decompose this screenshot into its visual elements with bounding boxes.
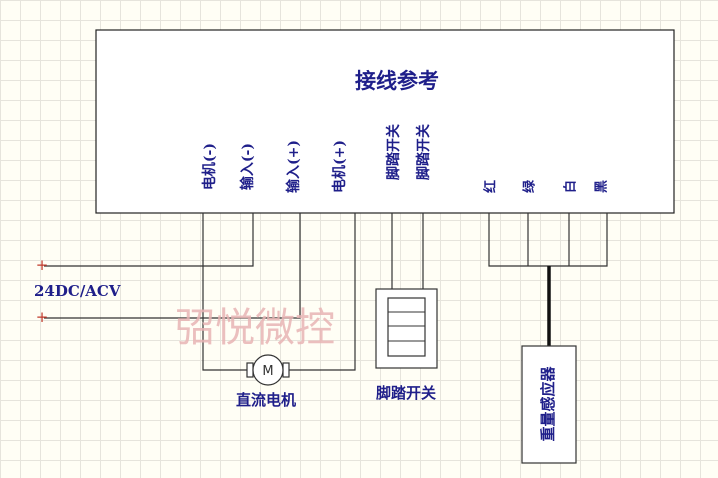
terminal-labels: 电机(-) 输入(-) 输入(+) 电机(+) 脚踏开关 脚踏开关 红 绿 白 … bbox=[201, 124, 610, 193]
foot-switch-label: 脚踏开关 bbox=[376, 384, 436, 402]
terminal-label-foot-switch-1: 脚踏开关 bbox=[385, 124, 402, 180]
foot-switch-pedal bbox=[387, 297, 426, 357]
motor-symbol-letter: M bbox=[262, 364, 273, 379]
power-supply-label: 24DC/ACV bbox=[34, 282, 121, 300]
weight-sensor-box bbox=[521, 345, 577, 464]
terminal-label-input-minus: 输入(-) bbox=[239, 143, 256, 190]
weight-sensor-label: 重量感应器 bbox=[539, 366, 557, 442]
motor-label: 直流电机 bbox=[236, 391, 296, 409]
motor-circle bbox=[252, 354, 284, 386]
terminal-label-motor-minus: 电机(-) bbox=[201, 143, 218, 190]
motor-symbol: M bbox=[246, 354, 290, 386]
power-plus-top: + bbox=[36, 256, 49, 274]
power-plus-bottom: + bbox=[36, 308, 49, 326]
terminal-label-red: 红 bbox=[483, 180, 499, 193]
wire-motor-minus bbox=[202, 213, 247, 371]
terminal-label-white: 白 bbox=[563, 180, 579, 193]
sensor-wiring bbox=[488, 213, 608, 346]
wire-motor-plus bbox=[289, 213, 356, 371]
terminal-label-motor-plus: 电机(+) bbox=[331, 140, 348, 193]
wire-input-plus bbox=[44, 213, 301, 319]
wire-input-minus bbox=[44, 213, 254, 267]
terminal-label-foot-switch-2: 脚踏开关 bbox=[415, 124, 432, 180]
foot-switch bbox=[375, 213, 438, 369]
controller-title: 接线参考 bbox=[355, 68, 439, 93]
terminal-label-input-plus: 输入(+) bbox=[285, 140, 302, 193]
controller-box bbox=[95, 29, 675, 214]
terminal-label-green: 绿 bbox=[522, 179, 538, 193]
watermark: 弨悦微控 bbox=[175, 305, 335, 351]
power-motor-wiring bbox=[44, 213, 356, 371]
terminal-label-black: 黑 bbox=[595, 180, 610, 193]
